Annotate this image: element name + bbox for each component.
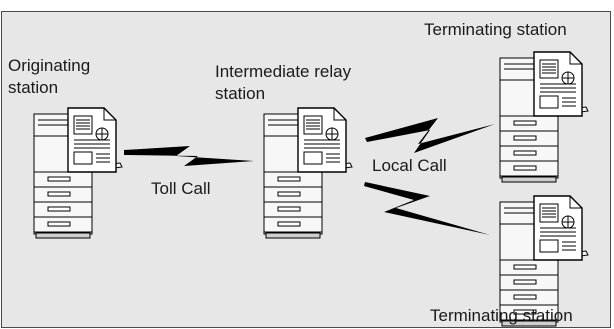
- terminating-fax-machine-top: [499, 51, 589, 183]
- local-call-bolt-bottom: [364, 182, 490, 235]
- originating-fax-machine: [33, 107, 123, 239]
- originating-label-line2: station: [8, 78, 59, 97]
- toll-call-bolt: [124, 146, 254, 166]
- toll-call-label: Toll Call: [151, 179, 211, 198]
- relay-fax-machine: [263, 107, 353, 239]
- local-call-label: Local Call: [372, 156, 447, 175]
- intermediate-label-line1: Intermediate relay: [215, 62, 352, 81]
- originating-station-label: Originating station: [8, 55, 90, 99]
- local-call-bolt-top: [365, 118, 495, 153]
- intermediate-station-label: Intermediate relay station: [215, 61, 351, 105]
- intermediate-label-line2: station: [215, 84, 266, 103]
- originating-label-line1: Originating: [8, 56, 91, 75]
- terminating-station-label-bottom: Terminating station: [430, 306, 573, 325]
- terminating-station-label-top: Terminating station: [424, 20, 567, 39]
